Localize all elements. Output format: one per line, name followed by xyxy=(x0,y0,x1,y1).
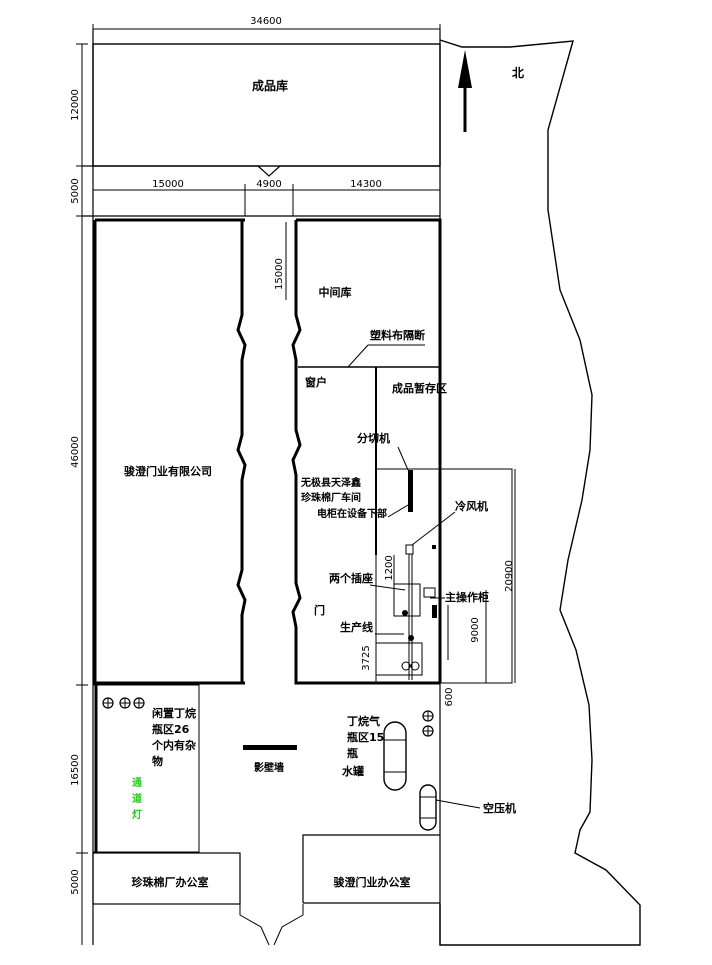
butane-area-label: 丁烷气瓶区15瓶 xyxy=(347,715,385,760)
company-building: 骏澄门业有限公司 xyxy=(93,218,247,685)
dim-seg-mid: 4900 xyxy=(256,179,281,190)
water-tank-label: 水罐 xyxy=(342,764,364,778)
pearl-office-label: 珍珠棉厂办公室 xyxy=(132,875,209,889)
top-dimension: 34600 xyxy=(92,16,441,34)
workshop-building: 15000 中间库 塑料布隔断 窗户 成品暂存区 分切机 无极县天泽鑫 珍珠棉厂… xyxy=(274,218,447,685)
dim-600: 600 xyxy=(444,687,455,706)
green-text: 通道灯 xyxy=(132,778,142,821)
dim-1200: 1200 xyxy=(384,555,395,580)
cooling-fan-label: 冷风机 xyxy=(455,499,488,513)
junc-office: 骏澄门业办公室 xyxy=(302,834,440,904)
screen-wall-label: 影壁墙 xyxy=(254,761,284,774)
workshop-line-3: 电柜在设备下部 xyxy=(317,507,387,520)
water-tank-shape xyxy=(383,721,407,791)
air-compressor: 空压机 xyxy=(419,784,516,831)
dim-h-lower: 16500 xyxy=(70,754,81,786)
workshop-line-1: 无极县天泽鑫 xyxy=(300,476,361,489)
dim-9000: 9000 xyxy=(470,617,481,642)
finished-warehouse-label: 成品库 xyxy=(252,78,288,93)
junc-office-label: 骏澄门业办公室 xyxy=(334,875,411,889)
entrance-road xyxy=(239,904,304,946)
temp-storage-label: 成品暂存区 xyxy=(392,381,447,395)
dim-overall-width: 34600 xyxy=(250,16,282,27)
window-label: 窗户 xyxy=(305,375,327,389)
dim-h-top: 12000 xyxy=(70,89,81,121)
slitter-machine xyxy=(408,470,413,512)
dim-h-road: 5000 xyxy=(70,178,81,203)
company-label: 骏澄门业有限公司 xyxy=(124,464,212,478)
site-boundary-curve xyxy=(439,39,641,946)
north-arrow: 北 xyxy=(458,50,524,132)
production-area: 20900 冷风机 1200 两个插座 主操作柜 9000 生产线 3725 xyxy=(329,468,516,707)
door-label: 门 xyxy=(314,603,325,617)
intermediate-warehouse-label: 中间库 xyxy=(319,285,352,299)
butane-area: 丁烷气瓶区15瓶 水罐 xyxy=(342,710,434,791)
pearl-office: 珍珠棉厂办公室 xyxy=(92,852,241,905)
circle-cylinder-icons xyxy=(102,697,145,709)
cooling-fan-box xyxy=(405,544,414,555)
dim-seg-right: 14300 xyxy=(350,179,382,190)
workshop-line-2: 珍珠棉厂车间 xyxy=(301,491,361,504)
dim-h-office: 5000 xyxy=(70,869,81,894)
dim-seg-left: 15000 xyxy=(152,179,184,190)
idle-area-label: 闲置丁烷瓶区26个内有杂物 xyxy=(152,707,196,768)
finished-warehouse xyxy=(92,43,441,167)
left-dimensions: 12000 5000 46000 16500 5000 xyxy=(70,43,88,945)
north-label: 北 xyxy=(512,65,524,80)
slitter-label: 分切机 xyxy=(357,431,390,445)
two-sockets-label: 两个插座 xyxy=(329,571,373,585)
plastic-partition-label: 塑料布隔断 xyxy=(370,328,425,342)
dim-right-block: 20900 xyxy=(504,560,515,592)
dim-h-main: 46000 xyxy=(70,436,81,468)
air-compressor-label: 空压机 xyxy=(483,801,516,815)
road-dimension: 15000 4900 14300 xyxy=(82,165,440,217)
screen-wall xyxy=(243,745,297,750)
production-line-label: 生产线 xyxy=(340,620,373,634)
idle-storage-room: 闲置丁烷瓶区26个内有杂物 通道灯 xyxy=(92,684,200,853)
dim-3725: 3725 xyxy=(361,645,372,670)
main-cabinet-label: 主操作柜 xyxy=(445,590,489,604)
dim-mid-warehouse: 15000 xyxy=(274,258,285,290)
